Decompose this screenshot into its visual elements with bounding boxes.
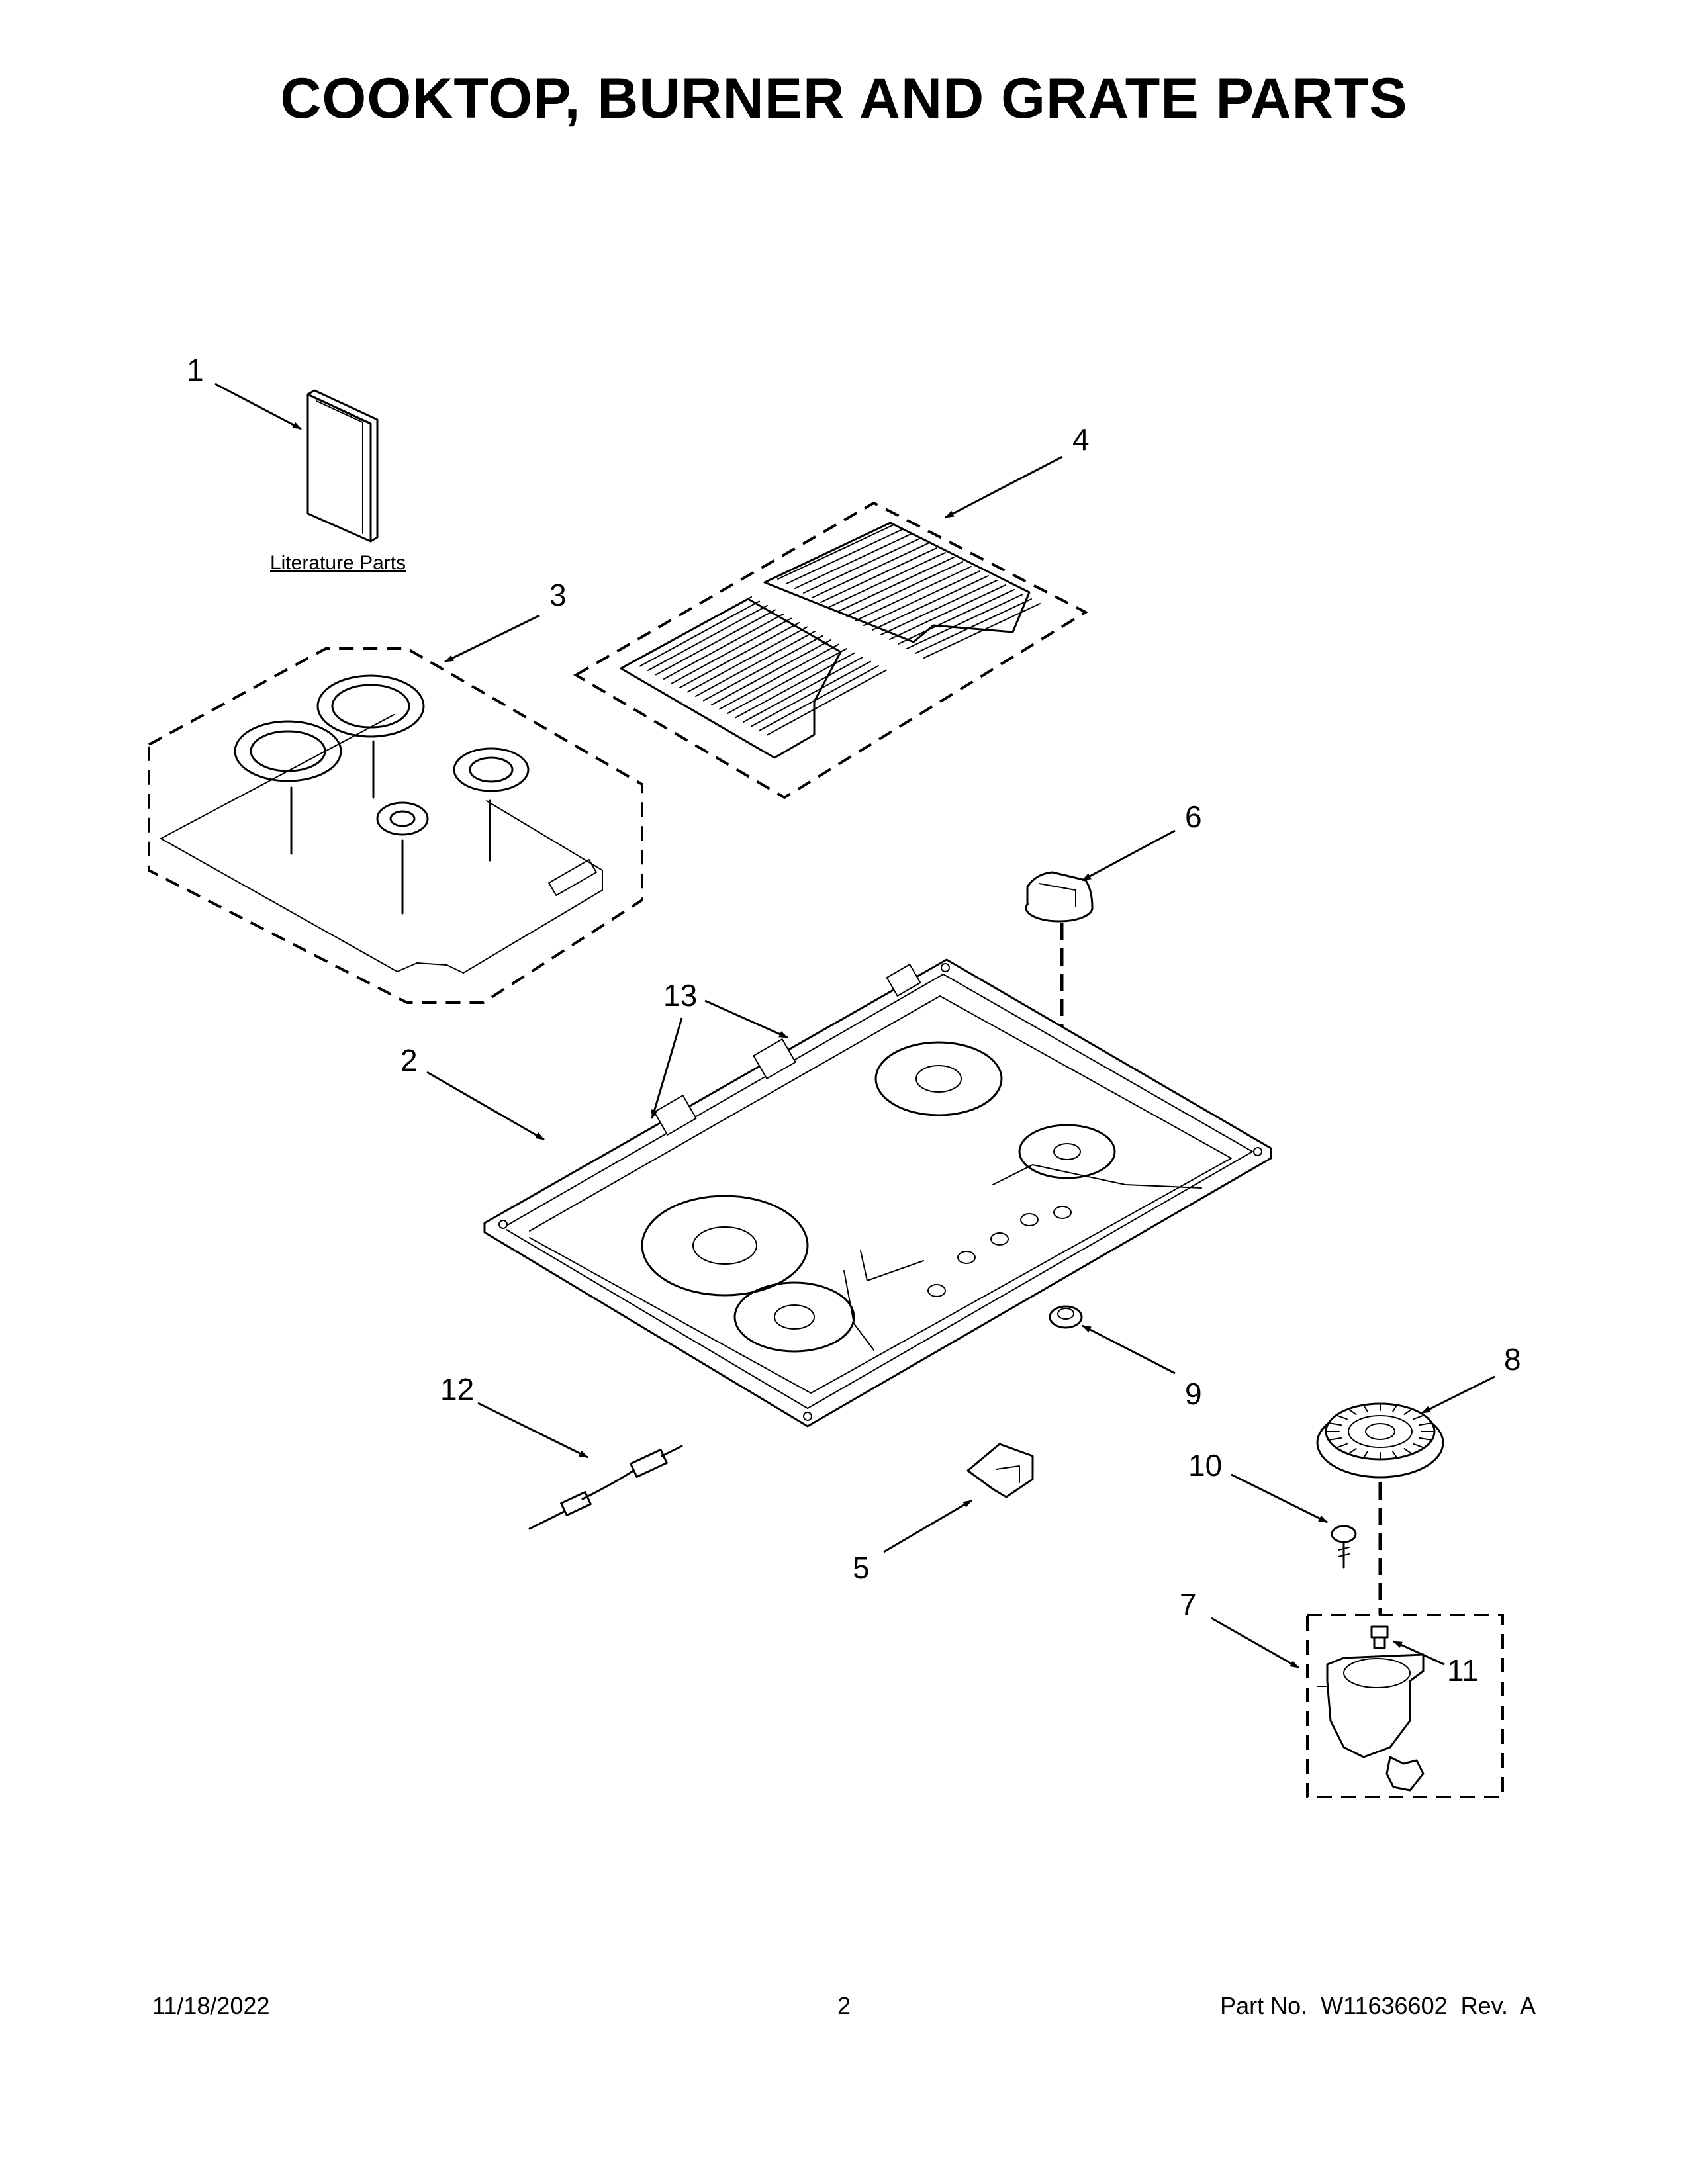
- grate-bar: [812, 543, 929, 598]
- callout-5: 5: [853, 1551, 870, 1585]
- burner-cap-small-center: [376, 801, 429, 915]
- grate-bar: [711, 639, 831, 705]
- gas-orifice: [1370, 1625, 1389, 1649]
- grate-bar: [719, 643, 839, 710]
- burner-cap-kit-outline: [148, 647, 643, 1004]
- right-grate: [763, 522, 1041, 659]
- left-grate: [620, 596, 887, 759]
- grate-bar: [655, 609, 776, 676]
- grate-bar: [743, 657, 863, 723]
- grate-bar: [880, 580, 998, 635]
- grate-bar: [794, 533, 912, 589]
- callout-6: 6: [1185, 799, 1202, 834]
- page-title: COOKTOP, BURNER AND GRATE PARTS: [280, 67, 1408, 130]
- callout-1: 1: [187, 353, 204, 387]
- grate-bar: [687, 626, 808, 693]
- grate-bar: [679, 622, 800, 688]
- callout-13: 13: [663, 978, 697, 1013]
- grate-kit-outline: [573, 501, 1089, 799]
- burner-base: [1317, 1653, 1425, 1792]
- grate-bar: [786, 529, 903, 584]
- burner-port: [1329, 1422, 1342, 1426]
- grate-bar: [671, 617, 792, 684]
- footer-page-number: 2: [837, 1992, 851, 2019]
- burner-screw: [1331, 1525, 1357, 1569]
- burner-cap-large-rear: [316, 674, 425, 799]
- grate-bar: [872, 575, 989, 631]
- callout-3: 3: [549, 578, 567, 612]
- burner-port: [1336, 1443, 1348, 1449]
- burner-port: [1418, 1422, 1432, 1426]
- burner-port: [1329, 1437, 1342, 1441]
- grate-bar: [759, 665, 879, 731]
- burner-port: [1363, 1405, 1368, 1412]
- burner-port: [1363, 1451, 1368, 1458]
- burner-port: [1348, 1408, 1357, 1416]
- callout-4: 4: [1072, 422, 1090, 457]
- callout-8: 8: [1504, 1342, 1521, 1377]
- grate-bar: [846, 561, 963, 617]
- grate-bar: [735, 652, 855, 719]
- burner-port: [1336, 1414, 1348, 1420]
- grate-bar: [767, 669, 887, 736]
- grommet: [1049, 1305, 1083, 1329]
- callout-12: 12: [440, 1372, 474, 1406]
- literature-parts-label: Literature Parts: [270, 552, 406, 574]
- burner-port: [1413, 1414, 1424, 1420]
- grate-bar: [837, 557, 955, 612]
- burner-cap-right: [453, 747, 530, 862]
- grate-bar: [663, 614, 784, 680]
- burner-port: [1392, 1451, 1397, 1458]
- grate-bar: [703, 635, 823, 702]
- callout-10: 10: [1188, 1448, 1222, 1482]
- literature-booklet: [306, 389, 379, 543]
- grate-bar: [632, 596, 752, 662]
- footer-date: 11/18/2022: [152, 1992, 270, 2019]
- grate-bar: [906, 594, 1023, 649]
- burner-port: [1348, 1447, 1357, 1455]
- callout-7: 7: [1180, 1587, 1197, 1621]
- grate-bar: [923, 603, 1041, 659]
- grate-bar: [803, 538, 920, 594]
- burner-port: [1403, 1447, 1413, 1455]
- grate-bar: [889, 584, 1006, 640]
- grate-bar: [639, 600, 760, 667]
- burner-port: [1413, 1443, 1424, 1449]
- igniter-electrode: [528, 1445, 683, 1530]
- burner-base-kit-outline: [1306, 1614, 1504, 1798]
- cooktop-glass-panel: [160, 714, 603, 974]
- grate-bar: [898, 589, 1015, 645]
- callout-9: 9: [1185, 1377, 1202, 1411]
- footer-part-number: Part No. W11636602 Rev. A: [1220, 1992, 1536, 2019]
- callout-11: 11: [1447, 1653, 1479, 1688]
- grate-bar: [695, 631, 816, 697]
- grate-bar: [863, 570, 980, 626]
- burner-head: [1316, 1402, 1444, 1479]
- cooktop-main-top: [483, 958, 1272, 1428]
- grate-bar: [915, 598, 1032, 654]
- grate-bar: [777, 524, 894, 580]
- grate-bar: [820, 547, 937, 603]
- grate-bar: [647, 605, 768, 671]
- control-knob: [1025, 871, 1094, 923]
- burner-port: [1392, 1405, 1397, 1412]
- grate-bar: [855, 566, 972, 621]
- grate-bar: [829, 552, 946, 608]
- grate-bar: [751, 660, 871, 727]
- mounting-clip: [966, 1443, 1034, 1498]
- callout-2: 2: [400, 1043, 418, 1077]
- burner-port: [1418, 1437, 1432, 1441]
- burner-port: [1403, 1408, 1413, 1416]
- burner-cap-left: [234, 720, 342, 855]
- grate-bar: [727, 648, 847, 714]
